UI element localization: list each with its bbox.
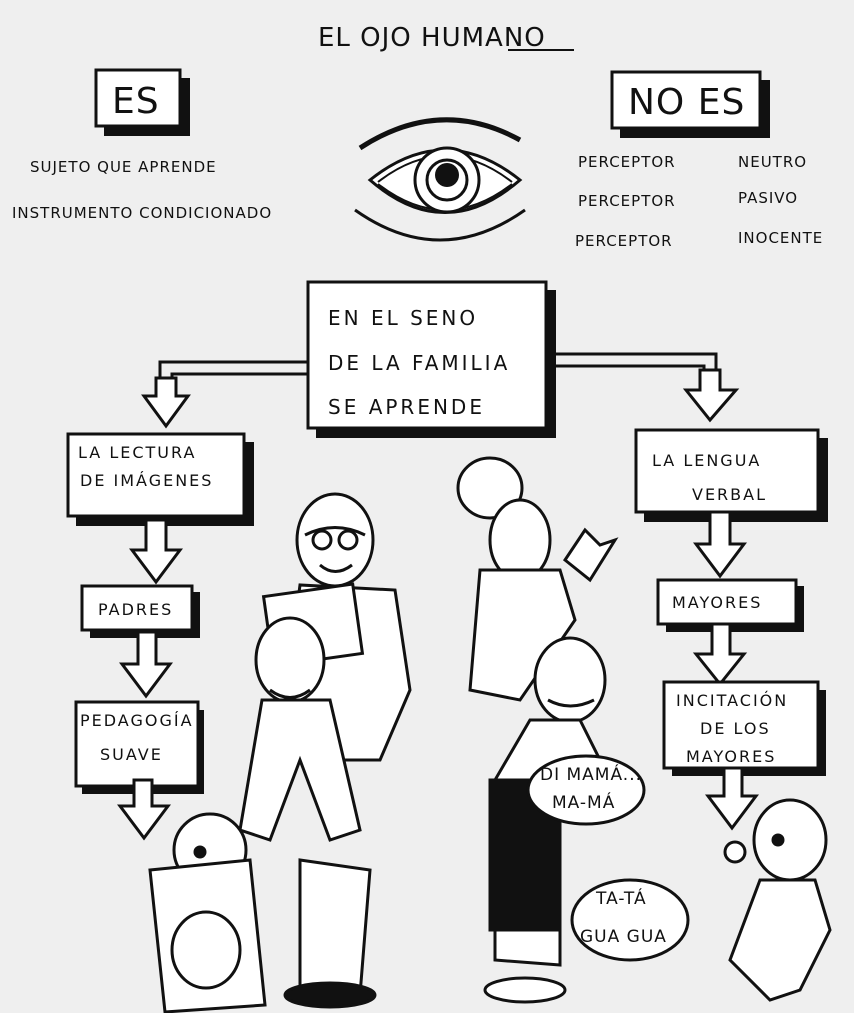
right-box-3: INCITACIÓN DE LOS MAYORES — [662, 680, 826, 776]
arrow-right-3 — [692, 622, 748, 687]
right-box-2: MAYORES — [656, 578, 804, 632]
eye-icon — [354, 117, 526, 242]
mother-speech-bubble: DI MAMÁ... MA-MÁ — [526, 754, 646, 826]
mother-speech-line-1: DI MAMÁ... — [540, 763, 642, 785]
right-box-1-line-1: LA LENGUA — [652, 451, 761, 470]
diagram-title: EL OJO HUMANO — [318, 23, 546, 53]
connector-left — [158, 360, 308, 380]
baby-right-figure — [723, 798, 832, 1002]
left-box-3-line-2: SUAVE — [100, 745, 163, 764]
no-es-item-1a: PERCEPTOR — [578, 153, 676, 171]
center-line-1: EN EL SENO — [328, 306, 478, 330]
es-item-2: INSTRUMENTO CONDICIONADO — [12, 204, 272, 222]
right-box-2-line-1: MAYORES — [672, 593, 762, 612]
center-line-3: SE APRENDE — [328, 395, 485, 419]
es-box: ES — [94, 68, 190, 136]
baby-speech-line-2: GUA GUA — [580, 927, 667, 947]
grandmother-figure — [456, 456, 619, 702]
right-box-3-line-1: INCITACIÓN — [676, 691, 788, 710]
center-line-2: DE LA FAMILIA — [328, 351, 510, 375]
no-es-item-2a: PERCEPTOR — [578, 192, 676, 210]
arrow-left-2 — [129, 518, 183, 585]
baby-speech-line-1: TA-TÁ — [595, 887, 647, 909]
connector-right — [546, 352, 718, 372]
baby-left-figure — [148, 812, 267, 1013]
es-item-1: SUJETO QUE APRENDE — [30, 158, 217, 176]
left-box-2: PADRES — [80, 584, 200, 638]
center-box: EN EL SENO DE LA FAMILIA SE APRENDE — [306, 280, 556, 438]
es-header: ES — [112, 81, 160, 122]
left-box-3: PEDAGOGÍA SUAVE — [74, 700, 204, 794]
left-box-1-line-1: LA LECTURA — [78, 443, 196, 462]
baby-speech-bubble: TA-TÁ GUA GUA — [570, 878, 690, 962]
no-es-item-3b: INOCENTE — [738, 229, 823, 247]
arrow-left-3 — [119, 630, 173, 699]
left-box-2-line-1: PADRES — [98, 600, 173, 619]
no-es-item-1b: NEUTRO — [738, 153, 807, 171]
no-es-box: NO ES — [610, 70, 770, 138]
right-box-3-line-2: DE LOS — [700, 719, 771, 738]
mother-speech-line-2: MA-MÁ — [552, 791, 615, 813]
left-box-1: LA LECTURA DE IMÁGENES — [66, 432, 254, 526]
left-box-3-line-1: PEDAGOGÍA — [80, 711, 194, 730]
arrow-right-4 — [705, 766, 759, 831]
arrow-right-2 — [693, 510, 747, 579]
no-es-item-3a: PERCEPTOR — [575, 232, 673, 250]
arrow-left-4 — [117, 778, 171, 841]
no-es-item-2b: PASIVO — [738, 189, 798, 207]
boy-figure — [238, 616, 377, 1009]
right-box-3-line-3: MAYORES — [686, 747, 776, 766]
right-box-1-line-2: VERBAL — [692, 485, 767, 504]
no-es-header: NO ES — [628, 82, 745, 123]
right-box-1: LA LENGUA VERBAL — [634, 428, 828, 522]
arrow-left-1 — [141, 376, 191, 429]
arrow-right-1 — [682, 368, 740, 423]
left-box-1-line-2: DE IMÁGENES — [80, 471, 213, 490]
